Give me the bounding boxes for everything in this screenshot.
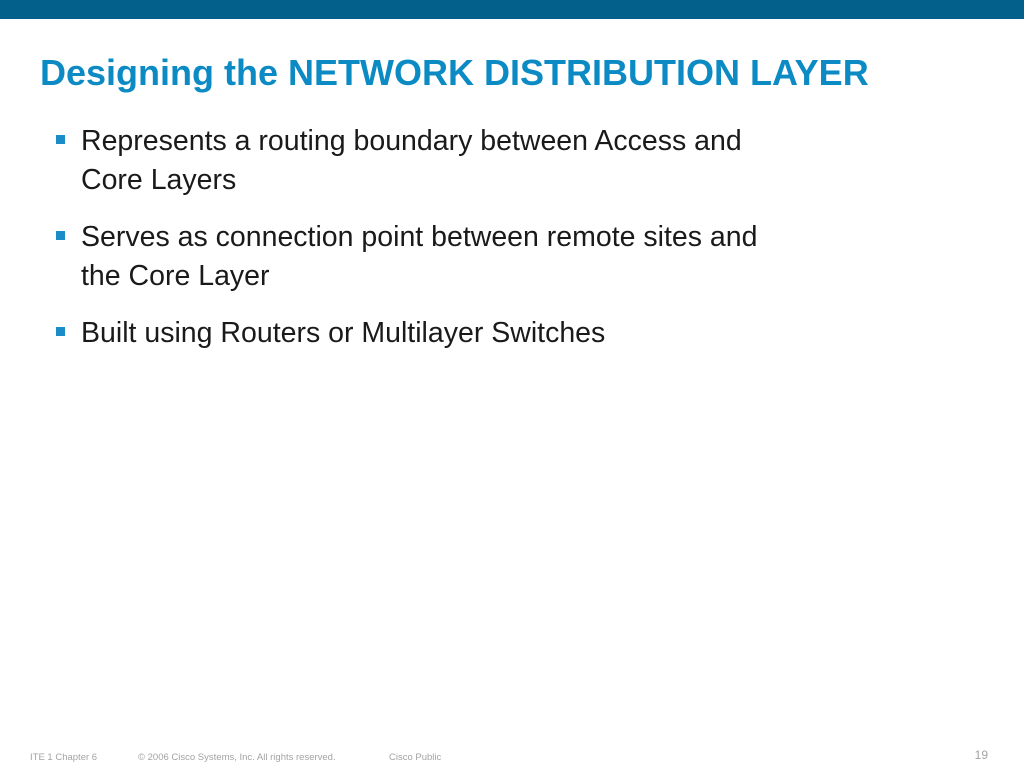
bullet-item: Represents a routing boundary between Ac… [56,122,916,200]
bullet-text-line: Serves as connection point between remot… [81,221,758,253]
bullet-text-line: Core Layers [81,164,237,196]
bullet-item: Serves as connection point between remot… [56,218,916,296]
footer-classification: Cisco Public [389,752,442,763]
bullet-text-line: the Core Layer [81,260,270,292]
square-bullet-icon [56,327,65,336]
footer-course-label: ITE 1 Chapter 6 [30,752,98,763]
slide-footer: ITE 1 Chapter 6 © 2006 Cisco Systems, In… [0,748,1024,766]
bullet-text-line: Built using Routers or Multilayer Switch… [81,317,606,349]
bullet-list: Represents a routing boundary between Ac… [56,122,916,371]
page-number: 19 [974,748,988,762]
slide-title: Designing the NETWORK DISTRIBUTION LAYER [40,52,869,93]
bullet-item: Built using Routers or Multilayer Switch… [56,314,916,353]
square-bullet-icon [56,135,65,144]
top-banner-bar [0,0,1024,19]
bullet-text-line: Represents a routing boundary between Ac… [81,125,742,157]
square-bullet-icon [56,231,65,240]
footer-copyright: © 2006 Cisco Systems, Inc. All rights re… [138,752,336,763]
